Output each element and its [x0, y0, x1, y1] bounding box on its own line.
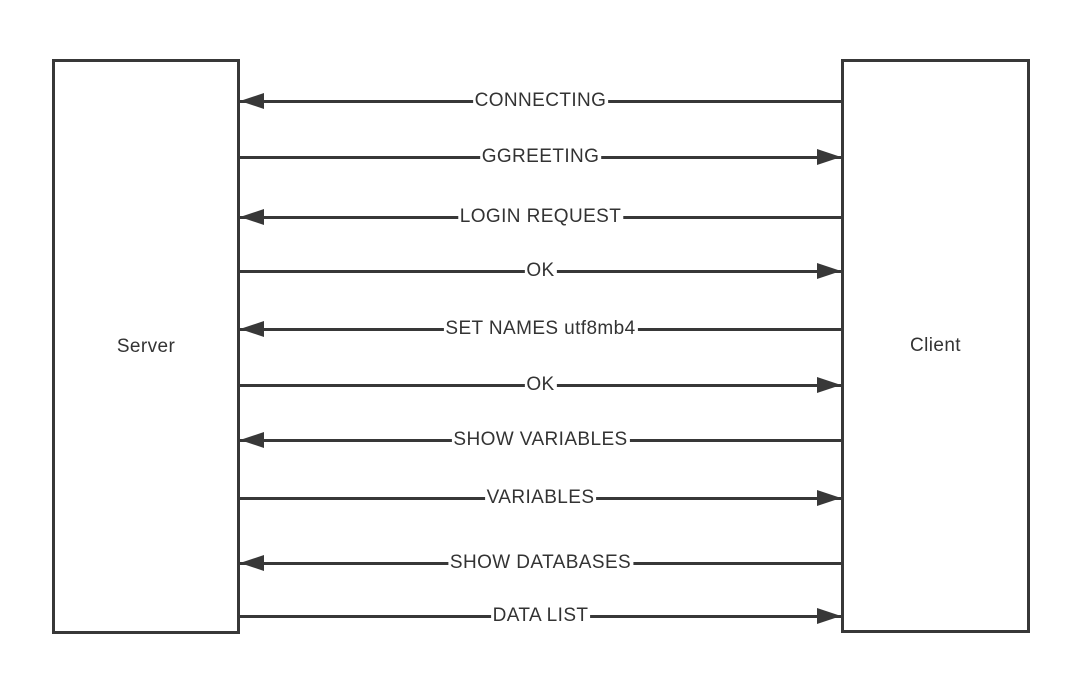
- message-label: SET NAMES utf8mb4: [443, 318, 638, 340]
- arrowhead-icon: [240, 209, 264, 225]
- message-label: OK: [524, 374, 557, 396]
- arrowhead-icon: [817, 608, 841, 624]
- arrowhead-icon: [817, 377, 841, 393]
- server-box: Server: [52, 59, 240, 634]
- message-label: GGREETING: [479, 146, 602, 168]
- arrowhead-icon: [240, 93, 264, 109]
- client-box: Client: [841, 59, 1030, 633]
- server-box-label: Server: [116, 335, 176, 357]
- message-label: VARIABLES: [484, 487, 597, 509]
- message-label: DATA LIST: [490, 605, 591, 627]
- message-label: SHOW VARIABLES: [451, 429, 630, 451]
- client-box-label: Client: [910, 335, 961, 356]
- arrowhead-icon: [817, 490, 841, 506]
- arrowhead-icon: [817, 263, 841, 279]
- arrowhead-icon: [240, 555, 264, 571]
- message-label: LOGIN REQUEST: [457, 206, 624, 228]
- arrowhead-icon: [817, 149, 841, 165]
- message-label: CONNECTING: [472, 90, 609, 112]
- arrowhead-icon: [240, 432, 264, 448]
- message-label: OK: [524, 260, 557, 282]
- arrowhead-icon: [240, 321, 264, 337]
- message-label: SHOW DATABASES: [447, 552, 634, 574]
